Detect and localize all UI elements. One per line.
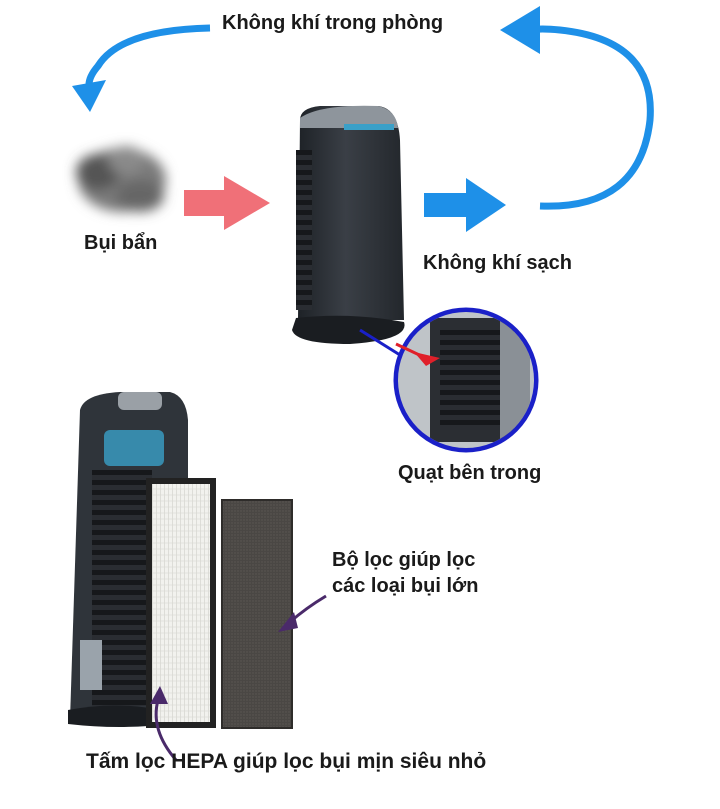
coarse-filter-label: Bộ lọc giúp lọc các loại bụi lớn (332, 547, 478, 599)
clean-air-label: Không khí sạch (423, 252, 572, 274)
dust-cloud-icon (76, 146, 166, 212)
open-purifier-image (68, 392, 188, 727)
fan-zoom-image (359, 307, 539, 453)
dirty-air-arrow (184, 176, 270, 230)
coarse-filter-label-line2: các loại bụi lớn (332, 575, 479, 597)
room-air-label: Không khí trong phòng (222, 12, 444, 34)
hepa-label-word: HEPA (171, 750, 228, 773)
carbon-prefilter-image (221, 499, 293, 729)
room-air-flow-arrow-left (72, 24, 211, 112)
hepa-label-suffix: giúp lọc bụi mịn siêu nhỏ (227, 750, 487, 773)
hepa-filter-image (146, 478, 216, 728)
air-purifier-image (292, 105, 405, 344)
coarse-filter-pointer-arrow (278, 594, 327, 632)
hepa-pointer-arrow (150, 686, 178, 761)
hepa-filter-label: Tấm lọc HEPA giúp lọc bụi mịn siêu nhỏ (86, 750, 486, 774)
hepa-label-prefix: Tấm lọc (86, 750, 172, 773)
coarse-filter-label-line1: Bộ lọc giúp lọc (332, 549, 476, 571)
clean-air-arrow (424, 178, 506, 232)
dust-label: Bụi bẩn (84, 232, 158, 254)
room-air-flow-arrow-right (500, 6, 654, 210)
inner-fan-label: Quạt bên trong (398, 462, 542, 484)
